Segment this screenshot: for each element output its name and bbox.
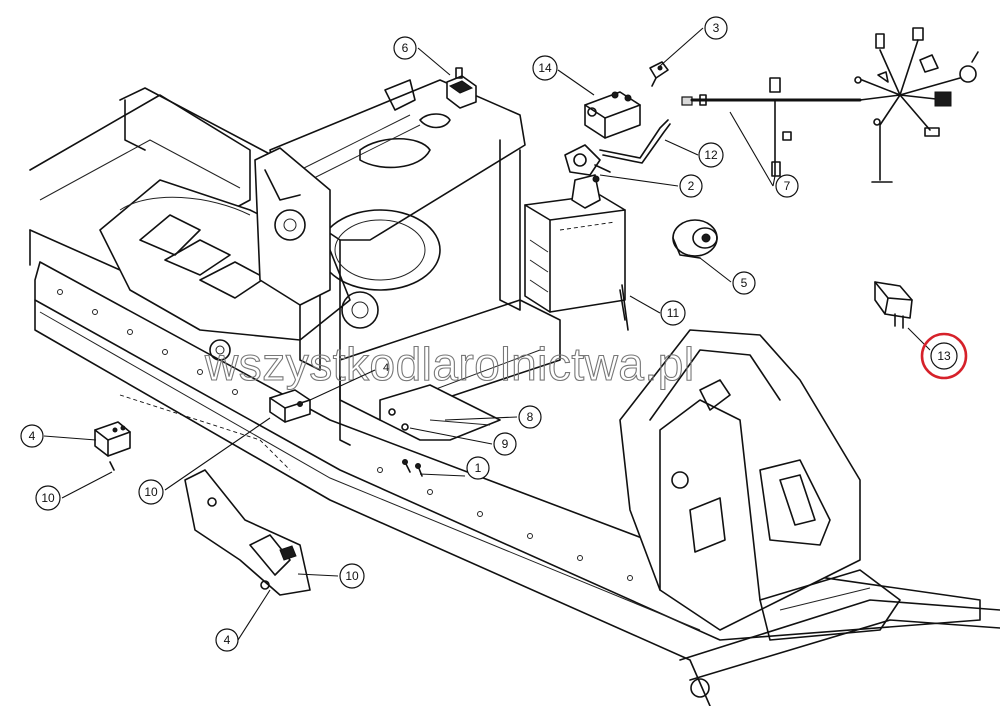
leader-lines bbox=[43, 27, 931, 641]
callout-number: 9 bbox=[502, 437, 509, 451]
callout-number: 6 bbox=[402, 41, 409, 55]
callout-10-left[interactable]: 10 bbox=[35, 485, 61, 511]
callout-10-center[interactable]: 10 bbox=[138, 479, 164, 505]
callout-14[interactable]: 14 bbox=[532, 55, 558, 81]
mounting-plate bbox=[379, 384, 501, 441]
part-4-switch-bracket-lower bbox=[184, 469, 311, 596]
callout-8[interactable]: 8 bbox=[518, 405, 542, 429]
part-1-bolts bbox=[402, 459, 423, 477]
callout-3[interactable]: 3 bbox=[704, 16, 728, 40]
part-14-solenoid bbox=[584, 91, 641, 139]
battery bbox=[524, 194, 629, 331]
callout-5[interactable]: 5 bbox=[732, 271, 756, 295]
callout-number: 4 bbox=[383, 362, 389, 374]
callout-number: 4 bbox=[224, 633, 231, 647]
steering-plate bbox=[99, 179, 351, 361]
callout-6[interactable]: 6 bbox=[393, 36, 417, 60]
callout-circle bbox=[393, 36, 417, 60]
callout-12[interactable]: 12 bbox=[698, 142, 724, 168]
callout-2[interactable]: 2 bbox=[679, 174, 703, 198]
callout-circle bbox=[679, 174, 703, 198]
callout-1[interactable]: 1 bbox=[466, 456, 490, 480]
highlight-ring bbox=[920, 332, 968, 380]
callout-number: 3 bbox=[713, 21, 720, 35]
callout-11[interactable]: 11 bbox=[660, 300, 686, 326]
callout-9[interactable]: 9 bbox=[493, 432, 517, 456]
callout-circle bbox=[930, 342, 958, 370]
callout-circle bbox=[35, 485, 61, 511]
chassis-frame bbox=[29, 87, 1000, 706]
callout-number: 5 bbox=[741, 276, 748, 290]
callout-number: 14 bbox=[538, 61, 552, 75]
callout-number: 8 bbox=[527, 410, 534, 424]
part-5-ignition bbox=[672, 219, 718, 259]
callout-number: 7 bbox=[784, 179, 791, 193]
part-4-switch-left bbox=[94, 421, 131, 471]
callout-number: 13 bbox=[937, 349, 951, 363]
watermark-text: wszystkodlarolnictwa.pl bbox=[204, 338, 695, 390]
callout-circle bbox=[493, 432, 517, 456]
part-2-ignition-switch bbox=[564, 144, 611, 209]
callout-circle bbox=[532, 55, 558, 81]
callout-circle bbox=[339, 563, 365, 589]
callout-number: 12 bbox=[704, 148, 718, 162]
callout-7[interactable]: 7 bbox=[775, 174, 799, 198]
part-12-battery-cable bbox=[599, 119, 671, 164]
callout-13[interactable]: 13 bbox=[920, 332, 968, 380]
callout-number: 10 bbox=[41, 491, 55, 505]
callout-circle bbox=[466, 456, 490, 480]
part-7-wiring-harness bbox=[681, 27, 979, 183]
rail-holes bbox=[57, 289, 633, 581]
callout-4-bottom[interactable]: 4 bbox=[215, 628, 239, 652]
callout-number: 4 bbox=[29, 429, 36, 443]
part-4-switch-center bbox=[269, 389, 311, 423]
callout-circle bbox=[698, 142, 724, 168]
callout-circle bbox=[732, 271, 756, 295]
callout-4-left[interactable]: 4 bbox=[20, 424, 44, 448]
callout-number: 10 bbox=[345, 569, 359, 583]
callout-circle bbox=[138, 479, 164, 505]
rear-seat-support bbox=[619, 329, 901, 641]
callout-4-center[interactable]: 4 bbox=[383, 362, 389, 374]
part-13-fuse bbox=[874, 281, 913, 329]
callout-10-right[interactable]: 10 bbox=[339, 563, 365, 589]
callout-circle bbox=[704, 16, 728, 40]
callout-circle bbox=[775, 174, 799, 198]
callout-circle bbox=[518, 405, 542, 429]
part-6-seat-switch bbox=[446, 67, 477, 109]
callout-circle bbox=[660, 300, 686, 326]
hidden-line bbox=[119, 394, 291, 471]
callout-number: 2 bbox=[688, 179, 695, 193]
callout-number: 10 bbox=[144, 485, 158, 499]
callout-circle bbox=[20, 424, 44, 448]
callout-number: 11 bbox=[667, 306, 680, 320]
part-3-plunger-switch bbox=[649, 61, 669, 87]
callout-circle bbox=[215, 628, 239, 652]
callout-number: 1 bbox=[475, 461, 482, 475]
pivot-bracket bbox=[254, 147, 331, 306]
